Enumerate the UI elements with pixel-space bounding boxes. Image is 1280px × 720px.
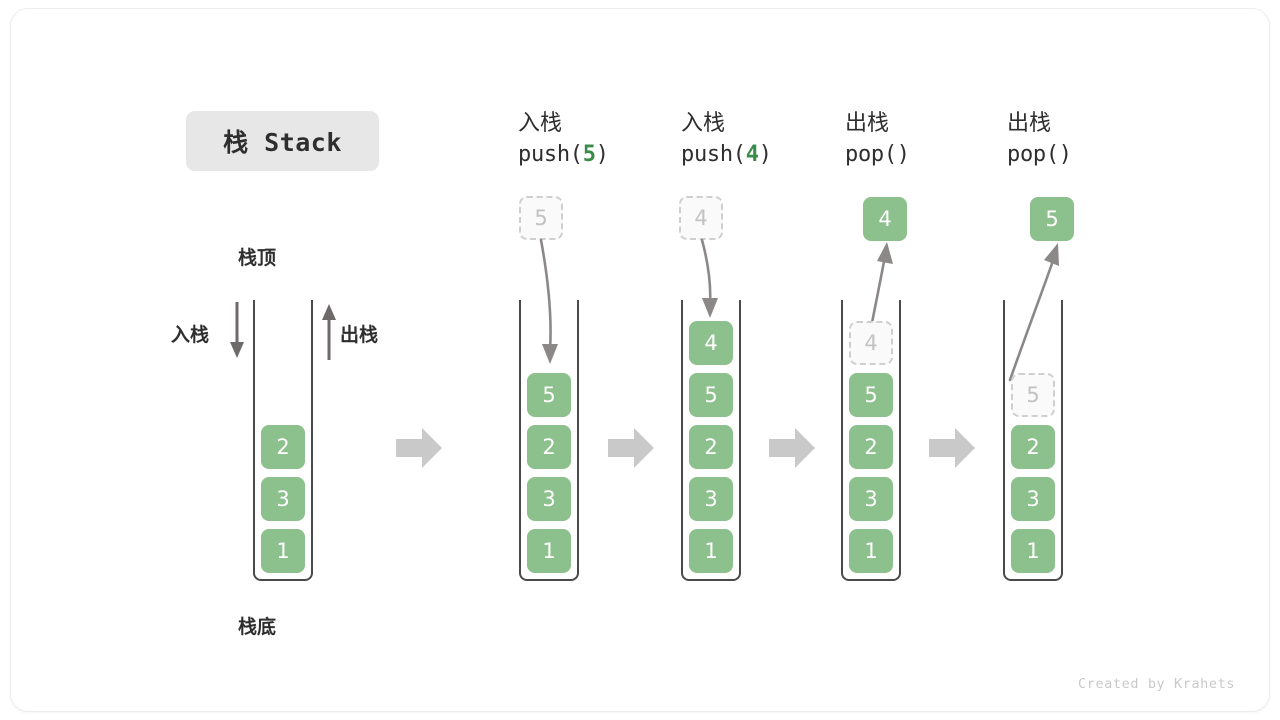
fn-suffix: ) <box>896 142 910 168</box>
column-header-fn: push(4) <box>681 139 772 170</box>
stack-box: 1 <box>527 529 571 573</box>
stack-frame-initial <box>253 300 313 581</box>
push-direction-arrow-icon <box>230 302 244 358</box>
fn-prefix: pop( <box>1007 142 1059 168</box>
stack-frame-pop-1 <box>841 300 901 581</box>
pop-direction-label: 出栈 <box>340 324 379 346</box>
stack-box: 1 <box>261 529 305 573</box>
stack-box: 2 <box>261 425 305 469</box>
fn-prefix: push( <box>518 142 583 168</box>
ghost-box-removed: 5 <box>1011 373 1055 417</box>
column-header-push-5: 入栈 push(5) <box>518 108 609 170</box>
stack-box: 5 <box>527 373 571 417</box>
stack-top-label-text: 栈顶 <box>238 247 277 269</box>
column-header-fn: pop() <box>1007 139 1072 170</box>
pop-motion-arrow-icon <box>1008 243 1059 382</box>
flow-arrow-icon <box>929 428 975 468</box>
column-header-cn: 出栈 <box>845 111 890 136</box>
column-header-pop-2: 出栈 pop() <box>1007 108 1072 170</box>
credit-text: Created by Krahets <box>1078 676 1236 692</box>
stack-box: 1 <box>1011 529 1055 573</box>
stack-box: 3 <box>261 477 305 521</box>
stack-box: 2 <box>1011 425 1055 469</box>
push-direction-label: 入栈 <box>171 324 210 346</box>
stack-box: 5 <box>849 373 893 417</box>
fn-arg: 4 <box>745 142 759 168</box>
fn-prefix: pop( <box>845 142 897 168</box>
pop-direction-arrow-icon <box>322 304 336 360</box>
fn-suffix: ) <box>758 142 772 168</box>
stack-box: 5 <box>689 373 733 417</box>
stack-top-label: 栈顶 <box>238 243 276 270</box>
diagram-title-badge: 栈 Stack <box>186 111 379 171</box>
stack-box: 3 <box>849 477 893 521</box>
push-motion-arrow-icon <box>700 238 718 318</box>
stack-box: 1 <box>849 529 893 573</box>
stack-box: 3 <box>527 477 571 521</box>
stack-box: 2 <box>849 425 893 469</box>
column-header-cn: 出栈 <box>1007 111 1052 136</box>
fn-suffix: ) <box>1058 142 1072 168</box>
pop-motion-arrow-icon <box>869 242 893 330</box>
column-header-push-4: 入栈 push(4) <box>681 108 772 170</box>
stack-box: 2 <box>689 425 733 469</box>
fn-prefix: push( <box>681 142 746 168</box>
column-header-cn: 入栈 <box>518 111 563 136</box>
stack-bottom-label-text: 栈底 <box>238 616 277 638</box>
flow-arrow-icon <box>769 428 815 468</box>
stack-bottom-label: 栈底 <box>238 612 276 639</box>
stack-box: 4 <box>689 321 733 365</box>
stack-box: 1 <box>689 529 733 573</box>
popped-value-box: 5 <box>1030 197 1074 241</box>
column-header-cn: 入栈 <box>681 111 726 136</box>
push-motion-arrow-icon <box>539 238 558 364</box>
column-header-fn: pop() <box>845 139 910 170</box>
flow-arrow-icon <box>608 428 654 468</box>
stack-frame-pop-2 <box>1003 300 1063 581</box>
stack-box: 2 <box>527 425 571 469</box>
fn-arg: 5 <box>582 142 596 168</box>
stack-frame-push-4 <box>681 300 741 581</box>
ghost-box-incoming: 4 <box>679 196 723 240</box>
stack-box: 3 <box>1011 477 1055 521</box>
ghost-box-removed: 4 <box>849 321 893 365</box>
fn-suffix: ) <box>595 142 609 168</box>
ghost-box-incoming: 5 <box>519 196 563 240</box>
stack-box: 3 <box>689 477 733 521</box>
column-header-pop-1: 出栈 pop() <box>845 108 910 170</box>
column-header-fn: push(5) <box>518 139 609 170</box>
stack-frame-push-5 <box>519 300 579 581</box>
flow-arrow-icon <box>396 428 442 468</box>
popped-value-box: 4 <box>863 197 907 241</box>
